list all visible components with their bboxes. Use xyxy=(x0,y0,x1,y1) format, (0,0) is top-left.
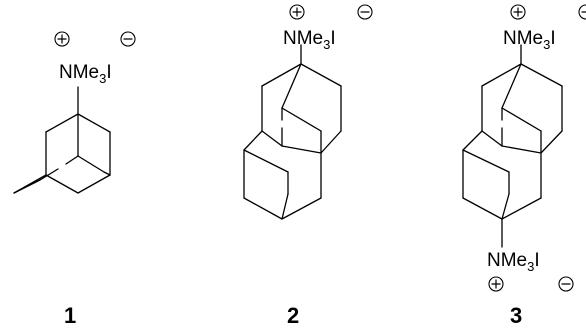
compound-3: NMe3I NMe3I 3 xyxy=(462,4,586,328)
compound-2: NMe3I 2 xyxy=(243,4,373,328)
compound-2-skeleton xyxy=(243,44,342,220)
compound-1-skeleton xyxy=(13,86,111,194)
compound-1-ammonium-label: NMe3I xyxy=(59,62,112,86)
compound-2-number: 2 xyxy=(287,303,299,328)
compound-3-skeleton xyxy=(462,44,563,248)
compound-1-minus-charge xyxy=(120,31,136,47)
compound-3-bottom-ammonium-label: NMe3I xyxy=(487,250,540,274)
compound-3-top-plus-charge xyxy=(510,4,526,20)
compound-3-bottom-minus-charge xyxy=(558,276,574,292)
compound-2-ammonium-label: NMe3I xyxy=(283,28,336,52)
compound-2-plus-charge xyxy=(289,4,305,20)
compound-3-bottom-plus-charge xyxy=(488,276,504,292)
compound-1: NMe3I 1 xyxy=(13,31,136,328)
compound-3-top-minus-charge xyxy=(578,4,586,20)
compound-3-number: 3 xyxy=(510,303,522,328)
compound-1-plus-charge xyxy=(54,31,70,47)
compound-3-top-ammonium-label: NMe3I xyxy=(503,28,556,52)
compound-2-minus-charge xyxy=(357,4,373,20)
compound-1-number: 1 xyxy=(64,303,76,328)
